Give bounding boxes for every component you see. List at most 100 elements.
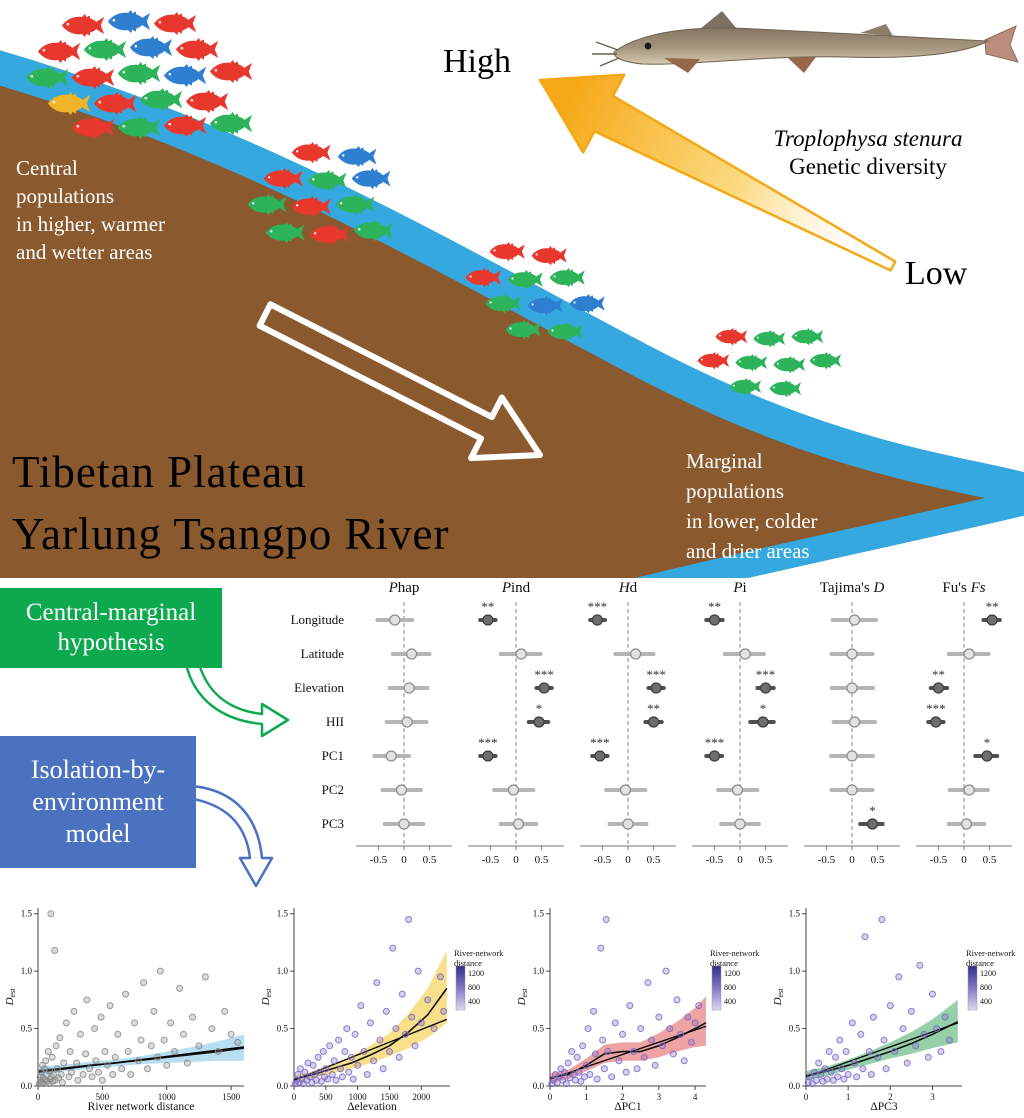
data-point	[850, 1059, 858, 1067]
data-point	[221, 1007, 229, 1015]
data-point	[669, 1050, 677, 1058]
data-point	[163, 1061, 171, 1069]
data-point	[586, 1071, 594, 1079]
data-point	[48, 1053, 56, 1061]
data-point	[834, 1073, 842, 1081]
data-point	[691, 1019, 699, 1027]
significance-stars: ***	[646, 667, 666, 682]
significance-stars: ***	[588, 599, 608, 614]
data-point	[114, 1030, 122, 1038]
x-axis-label: River network distance	[88, 1101, 195, 1113]
x-tick-label: 1500	[381, 1092, 400, 1102]
data-point	[880, 1036, 888, 1044]
x-tick-label: 0.5	[535, 854, 549, 866]
data-point	[928, 990, 936, 998]
legend-tick-label: 400	[724, 997, 736, 1006]
box-text: Central-marginal	[25, 598, 197, 626]
x-tick-label: -0.5	[818, 854, 836, 866]
forest-panel-title: Tajima's D	[820, 580, 885, 596]
data-point	[398, 990, 406, 998]
data-point	[195, 1042, 203, 1050]
estimate-point	[759, 682, 772, 694]
data-point	[677, 1030, 685, 1038]
data-point	[74, 1076, 82, 1084]
legend-tick-label: 800	[980, 983, 992, 992]
estimate-point	[739, 648, 751, 660]
estimate-point	[846, 784, 858, 796]
high-label: High	[443, 43, 511, 80]
data-point	[640, 1053, 648, 1061]
data-point	[562, 1080, 570, 1088]
data-point	[886, 1002, 894, 1010]
estimate-point	[846, 682, 858, 694]
data-point	[622, 1068, 630, 1076]
data-point	[227, 1030, 235, 1038]
y-tick-label: 1.0	[789, 966, 801, 976]
data-point	[170, 1048, 178, 1056]
forest-panel-title: Pind	[501, 580, 531, 596]
data-point	[67, 1068, 75, 1076]
forest-panel-title: Phap	[388, 580, 420, 596]
x-axis-label: Δelevation	[347, 1101, 397, 1113]
x-tick-label: -0.5	[370, 854, 388, 866]
data-point	[95, 1068, 103, 1076]
data-point	[840, 1075, 848, 1083]
x-tick-label: 0	[292, 1092, 297, 1102]
data-point	[874, 1053, 882, 1061]
data-point	[832, 1053, 840, 1061]
x-tick-label: 0	[401, 854, 407, 866]
data-point	[56, 1034, 64, 1042]
estimate-point	[848, 716, 861, 728]
x-tick-label: 3	[930, 1092, 935, 1102]
x-tick-label: -0.5	[930, 854, 948, 866]
x-tick-label: 0	[737, 854, 743, 866]
data-point	[842, 1048, 850, 1056]
data-point	[912, 1042, 920, 1050]
data-point	[44, 1048, 52, 1056]
data-point	[106, 1002, 114, 1010]
data-point	[127, 1071, 135, 1079]
data-point	[357, 1002, 365, 1010]
x-tick-label: 2	[620, 1092, 625, 1102]
estimate-point	[398, 818, 410, 830]
data-point	[39, 1061, 47, 1069]
significance-stars: *	[984, 735, 991, 750]
y-tick-label: 1.0	[277, 966, 289, 976]
data-point	[861, 933, 869, 941]
data-point	[405, 915, 413, 923]
data-point	[582, 1061, 590, 1069]
data-point	[52, 1042, 60, 1050]
x-tick-label: 1000	[349, 1092, 368, 1102]
data-point	[301, 1068, 309, 1076]
regression-line	[805, 1022, 959, 1078]
data-point	[408, 1013, 416, 1021]
data-point	[147, 1042, 155, 1050]
caption-line: populations	[686, 479, 784, 503]
plateau-land	[0, 67, 1024, 578]
x-tick-label: 3	[657, 1092, 662, 1102]
fish-barbels	[592, 41, 620, 67]
data-point	[573, 1053, 581, 1061]
data-point	[436, 973, 444, 981]
forest-panel-title: Fu's Fs	[942, 580, 985, 596]
data-point	[817, 1071, 825, 1079]
data-point	[176, 984, 184, 992]
data-point	[137, 1036, 145, 1044]
data-point	[810, 1068, 818, 1076]
estimate-point	[403, 682, 415, 694]
y-tick-label: 1.0	[533, 966, 545, 976]
data-point	[821, 1065, 829, 1073]
estimate-point	[866, 818, 879, 830]
y-tick-label: 1.5	[277, 909, 289, 919]
data-point	[109, 1071, 117, 1079]
data-point	[62, 1019, 70, 1027]
y-tick-label: 0.0	[277, 1081, 289, 1091]
species-name: Troplophysa stenura	[774, 126, 963, 151]
data-point	[208, 1025, 216, 1033]
data-point	[167, 1019, 175, 1027]
legend-title: distance	[454, 958, 482, 968]
estimate-point	[622, 818, 634, 830]
